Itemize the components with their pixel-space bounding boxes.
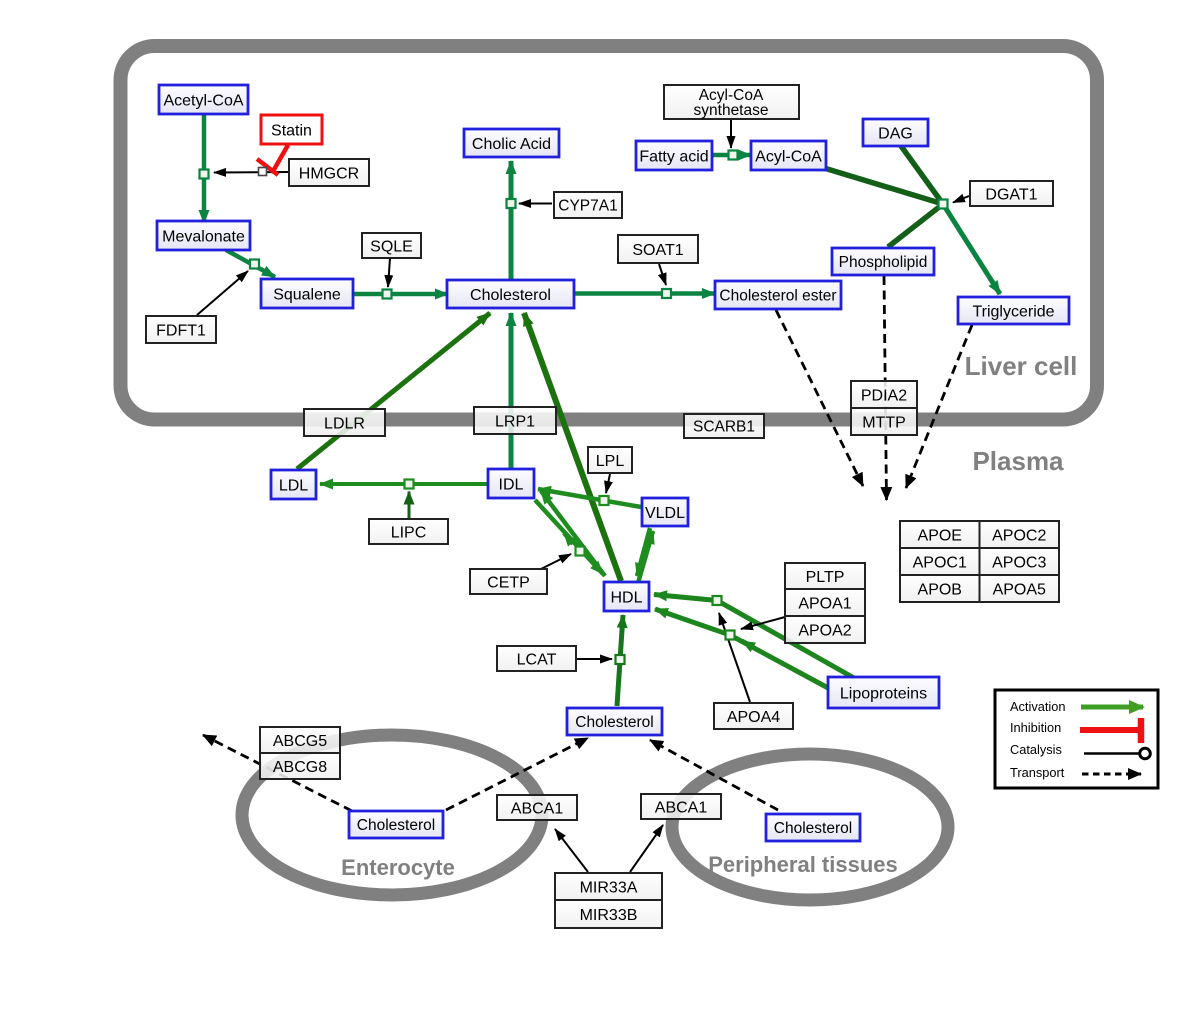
svg-text:Plasma: Plasma [972, 446, 1064, 476]
svg-text:Squalene: Squalene [273, 286, 341, 303]
svg-text:CETP: CETP [487, 574, 530, 591]
svg-text:Statin: Statin [271, 122, 312, 139]
svg-text:APOE: APOE [918, 527, 962, 544]
svg-text:Liver cell: Liver cell [965, 351, 1078, 381]
svg-text:APOC1: APOC1 [913, 554, 967, 571]
svg-text:ABCA1: ABCA1 [655, 799, 708, 816]
svg-text:SQLE: SQLE [370, 238, 413, 255]
svg-text:Acyl-CoA: Acyl-CoA [699, 87, 764, 104]
svg-text:PDIA2: PDIA2 [861, 387, 907, 404]
svg-text:APOC3: APOC3 [992, 554, 1046, 571]
svg-text:APOC2: APOC2 [992, 527, 1046, 544]
svg-text:LIPC: LIPC [391, 524, 427, 541]
svg-text:LPL: LPL [596, 453, 625, 470]
svg-text:Acetyl-CoA: Acetyl-CoA [163, 92, 243, 109]
svg-text:DAG: DAG [878, 125, 913, 142]
svg-text:LDLR: LDLR [324, 415, 365, 432]
svg-text:Cholesterol: Cholesterol [357, 817, 435, 834]
svg-text:LRP1: LRP1 [495, 413, 535, 430]
svg-text:Triglyceride: Triglyceride [972, 303, 1054, 320]
svg-text:Mevalonate: Mevalonate [162, 228, 245, 245]
svg-text:IDL: IDL [499, 476, 524, 493]
svg-text:Fatty acid: Fatty acid [639, 148, 708, 165]
svg-text:APOA4: APOA4 [727, 709, 780, 726]
svg-text:Acyl-CoA: Acyl-CoA [755, 148, 822, 165]
svg-text:LDL: LDL [279, 477, 308, 494]
svg-text:APOA2: APOA2 [798, 622, 851, 639]
svg-text:FDFT1: FDFT1 [156, 322, 206, 339]
svg-text:DGAT1: DGAT1 [985, 186, 1037, 203]
svg-text:MTTP: MTTP [862, 414, 906, 431]
svg-text:VLDL: VLDL [645, 505, 685, 522]
svg-text:SOAT1: SOAT1 [632, 242, 683, 259]
svg-text:Catalysis: Catalysis [1010, 742, 1062, 757]
svg-text:Inhibition: Inhibition [1010, 720, 1061, 735]
svg-text:APOA1: APOA1 [798, 595, 851, 612]
svg-text:CYP7A1: CYP7A1 [558, 198, 617, 215]
svg-text:Activation: Activation [1010, 699, 1065, 714]
svg-text:Transport: Transport [1010, 765, 1065, 780]
svg-text:Cholesterol: Cholesterol [575, 714, 653, 731]
svg-text:ABCG8: ABCG8 [273, 759, 327, 776]
svg-text:HDL: HDL [610, 589, 642, 606]
svg-text:SCARB1: SCARB1 [693, 419, 755, 436]
svg-text:MIR33A: MIR33A [580, 879, 638, 896]
svg-text:Cholesterol: Cholesterol [774, 820, 852, 837]
svg-text:Cholesterol: Cholesterol [470, 287, 551, 304]
svg-text:ABCA1: ABCA1 [511, 800, 564, 817]
svg-text:ABCG5: ABCG5 [273, 733, 327, 750]
svg-text:synthetase: synthetase [694, 102, 769, 119]
svg-text:Cholesterol ester: Cholesterol ester [719, 288, 836, 305]
svg-text:Peripheral tissues: Peripheral tissues [708, 852, 898, 877]
svg-text:Lipoproteins: Lipoproteins [840, 685, 927, 702]
svg-text:HMGCR: HMGCR [299, 165, 359, 182]
svg-text:APOA5: APOA5 [993, 581, 1046, 598]
svg-text:Cholic Acid: Cholic Acid [472, 136, 551, 153]
svg-text:MIR33B: MIR33B [580, 907, 638, 924]
svg-text:Phospholipid: Phospholipid [839, 254, 928, 271]
svg-text:LCAT: LCAT [517, 651, 557, 668]
svg-text:PLTP: PLTP [806, 569, 845, 586]
svg-text:APOB: APOB [918, 581, 962, 598]
svg-text:Enterocyte: Enterocyte [341, 855, 455, 880]
